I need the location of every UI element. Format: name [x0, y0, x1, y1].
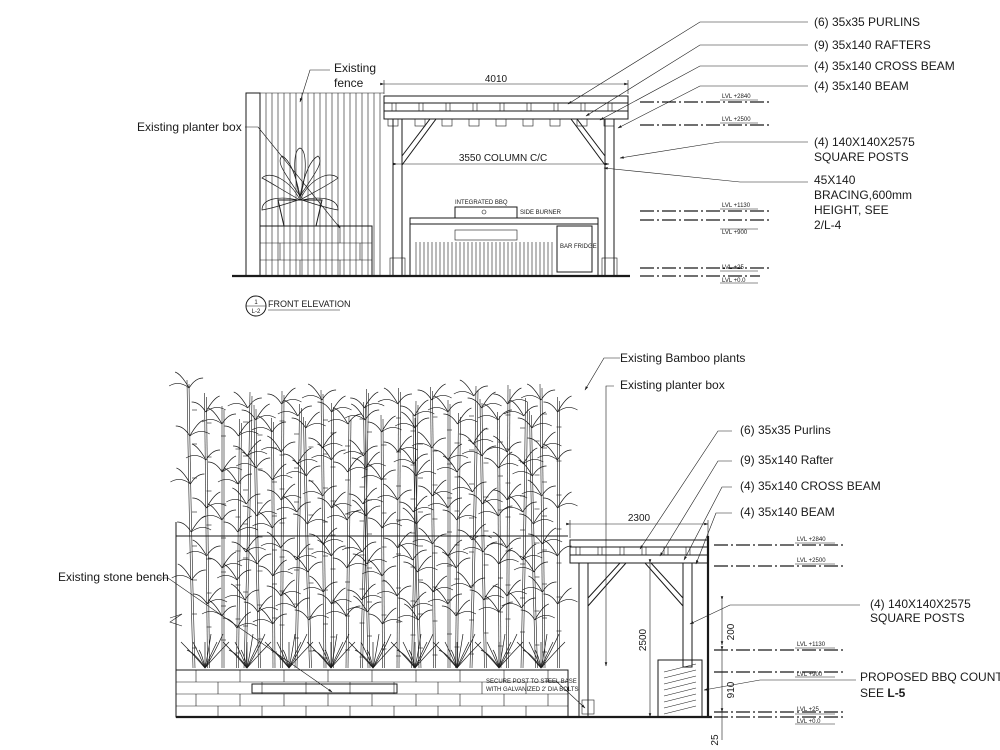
brace-left	[401, 118, 437, 167]
pergola-front	[380, 80, 629, 277]
front-elevation-title: FRONT ELEVATION	[268, 299, 351, 309]
side-level-2500: LVL +2500	[797, 558, 826, 564]
side-callout-bbq-2: SEE L-5	[860, 686, 906, 700]
post-right	[604, 118, 615, 277]
existing-bench-label: Existing stone bench	[58, 570, 169, 584]
side-level-25: LVL +25	[797, 707, 820, 713]
side-dim-910: 910	[726, 681, 737, 698]
side-level-1130: LVL +1130	[797, 642, 826, 648]
existing-planter-box	[259, 147, 373, 277]
side-callout-bbq-1: PROPOSED BBQ COUNTER	[860, 670, 1000, 684]
existing-fence-label-2: fence	[334, 76, 364, 90]
existing-fence-label-1: Existing	[334, 61, 376, 75]
top-level-2500: LVL +2500	[722, 117, 751, 123]
callout-posts-2: SQUARE POSTS	[814, 150, 909, 164]
side-callout-rafter: (9) 35x140 Rafter	[740, 453, 833, 467]
side-callout-cross-beam: (4) 35x140 CROSS BEAM	[740, 479, 881, 493]
secure-note-1: SECURE POST TO STEEL BASE	[486, 679, 577, 685]
post-left	[392, 118, 403, 277]
callout-purlins: (6) 35x35 PURLINS	[814, 15, 920, 29]
side-burner-label: SIDE BURNER	[520, 210, 562, 216]
callout-rafters: (9) 35x140 RAFTERS	[814, 38, 931, 52]
callout-bracing-1: 45X140	[814, 173, 856, 187]
bar-fridge	[556, 225, 593, 273]
front-elevation: Existing fence Existing planter box 4010…	[137, 15, 955, 317]
existing-bamboo-label: Existing Bamboo plants	[620, 351, 745, 365]
integrated-bbq	[454, 206, 518, 219]
callout-beam: (4) 35x140 BEAM	[814, 79, 909, 93]
side-callout-posts-1: (4) 140X140X2575	[870, 597, 971, 611]
level-markers-side	[714, 542, 845, 725]
existing-planter-side-label: Existing planter box	[620, 378, 725, 392]
leaders-top	[245, 21, 808, 229]
drawing-title-front: 1 L-2 FRONT ELEVATION	[245, 295, 351, 317]
existing-planter-box-side	[175, 669, 569, 718]
brace-right	[570, 118, 606, 167]
dim-overall-width: 4010	[485, 74, 508, 85]
side-callout-purlins: (6) 35x35 Purlins	[740, 423, 831, 437]
side-dim-2500: 2500	[638, 628, 649, 651]
existing-stone-bench	[251, 683, 398, 694]
proposed-bbq-counter-side	[657, 659, 703, 718]
side-dim-width: 2300	[628, 513, 651, 524]
secure-note-2: WITH GALVANIZED 2' DIA BOLTS	[486, 687, 579, 693]
side-elevation: Existing Bamboo plants Existing planter …	[58, 351, 1000, 746]
side-dim-200: 200	[726, 623, 737, 640]
callout-posts-1: (4) 140X140X2575	[814, 135, 915, 149]
side-level-2840: LVL +2840	[797, 537, 826, 543]
leaders-side	[156, 357, 860, 709]
title-number: 1	[254, 300, 258, 306]
top-level-900: LVL +900	[722, 230, 748, 236]
side-level-900: LVL +900	[797, 672, 823, 678]
callout-cross-beam: (4) 35x140 CROSS BEAM	[814, 59, 955, 73]
title-sheet: L-2	[252, 309, 261, 315]
bbq-sheet-ref: L-5	[887, 686, 905, 700]
callout-bracing-4: 2/L-4	[814, 218, 842, 232]
side-callout-beam: (4) 35x140 BEAM	[740, 505, 835, 519]
top-level-1130: LVL +1130	[722, 203, 751, 209]
integrated-bbq-label: INTEGRATED BBQ	[455, 200, 508, 206]
side-dim-25: 25	[710, 734, 721, 746]
top-level-25: LVL +25	[722, 265, 745, 271]
callout-bracing-2: BRACING,600mm	[814, 188, 912, 202]
pergola-side	[566, 520, 724, 740]
side-callout-posts-2: SQUARE POSTS	[870, 611, 965, 625]
dim-column-cc: 3550 COLUMN C/C	[459, 153, 547, 164]
top-level-0: LVL +0.0	[722, 278, 746, 284]
bbq-counter-front	[409, 206, 599, 277]
top-level-2840: LVL +2840	[722, 94, 751, 100]
callout-bracing-3: HEIGHT, SEE	[814, 203, 889, 217]
level-markers-top	[640, 99, 770, 284]
existing-fence	[245, 92, 384, 277]
existing-bamboo-plants	[168, 371, 578, 669]
existing-planter-label: Existing planter box	[137, 120, 242, 134]
side-level-0: LVL +0.0	[797, 719, 821, 725]
bar-fridge-label: BAR FRIDGE	[560, 244, 597, 250]
